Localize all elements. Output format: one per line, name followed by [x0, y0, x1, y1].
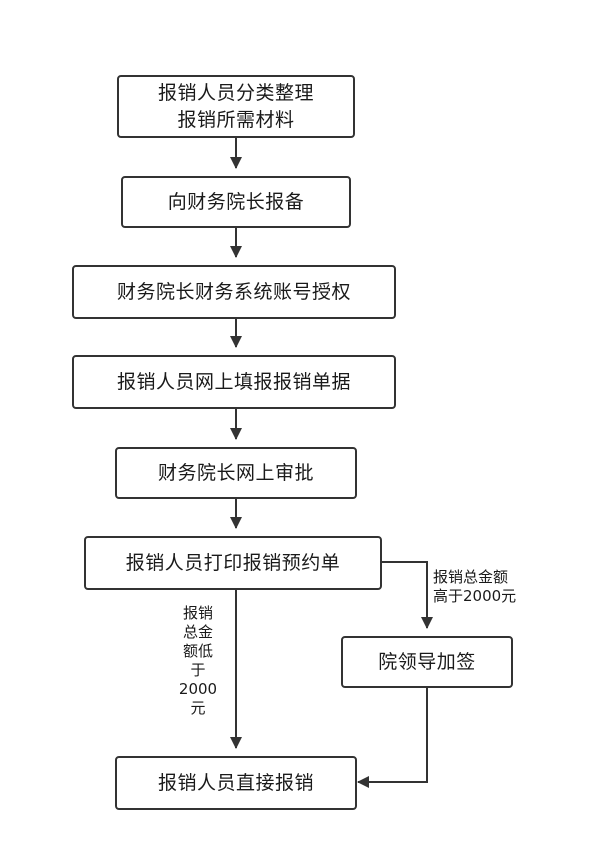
node-online-approval-label: 财务院长网上审批 [157, 461, 314, 484]
node-print-appointment: 报销人员打印报销预约单 [84, 536, 382, 590]
node-classify-materials: 报销人员分类整理 报销所需材料 [117, 75, 355, 138]
node-classify-materials-line1: 报销人员分类整理 [157, 81, 314, 104]
edge-label-above-2000-l2: 高于2000元 [433, 587, 517, 605]
node-account-authorization-label: 财务院长财务系统账号授权 [116, 280, 351, 303]
node-classify-materials-line2: 报销所需材料 [177, 108, 295, 131]
node-report-to-dean: 向财务院长报备 [121, 176, 351, 228]
node-report-to-dean-label: 向财务院长报备 [167, 190, 305, 213]
node-leader-countersign: 院领导加签 [341, 636, 513, 688]
node-online-fill-forms-label: 报销人员网上填报报销单据 [116, 370, 351, 393]
edge-label-below-2000-l2: 总金 [182, 623, 213, 641]
edge-label-below-2000: 报销 总金 额低 于 2000 元 [174, 604, 222, 718]
node-direct-reimbursement-label: 报销人员直接报销 [157, 771, 314, 794]
node-leader-countersign-label: 院领导加签 [378, 650, 476, 673]
edge-label-above-2000: 报销总金额 高于2000元 [433, 568, 516, 606]
edge-label-below-2000-l3: 额低 [182, 642, 213, 660]
edge-label-below-2000-l5: 2000 [178, 680, 218, 698]
edge-label-below-2000-l6: 元 [190, 699, 206, 717]
node-account-authorization: 财务院长财务系统账号授权 [72, 265, 396, 319]
arrow-n7-n8 [357, 688, 428, 788]
node-online-fill-forms: 报销人员网上填报报销单据 [72, 355, 396, 409]
arrow-n6-n7-high [382, 561, 433, 629]
node-direct-reimbursement: 报销人员直接报销 [115, 756, 357, 810]
edge-label-below-2000-l4: 于 [190, 661, 206, 679]
edge-label-below-2000-l1: 报销 [182, 604, 213, 622]
node-online-approval: 财务院长网上审批 [115, 447, 357, 499]
edge-label-above-2000-l1: 报销总金额 [433, 568, 509, 586]
node-print-appointment-label: 报销人员打印报销预约单 [125, 551, 341, 574]
